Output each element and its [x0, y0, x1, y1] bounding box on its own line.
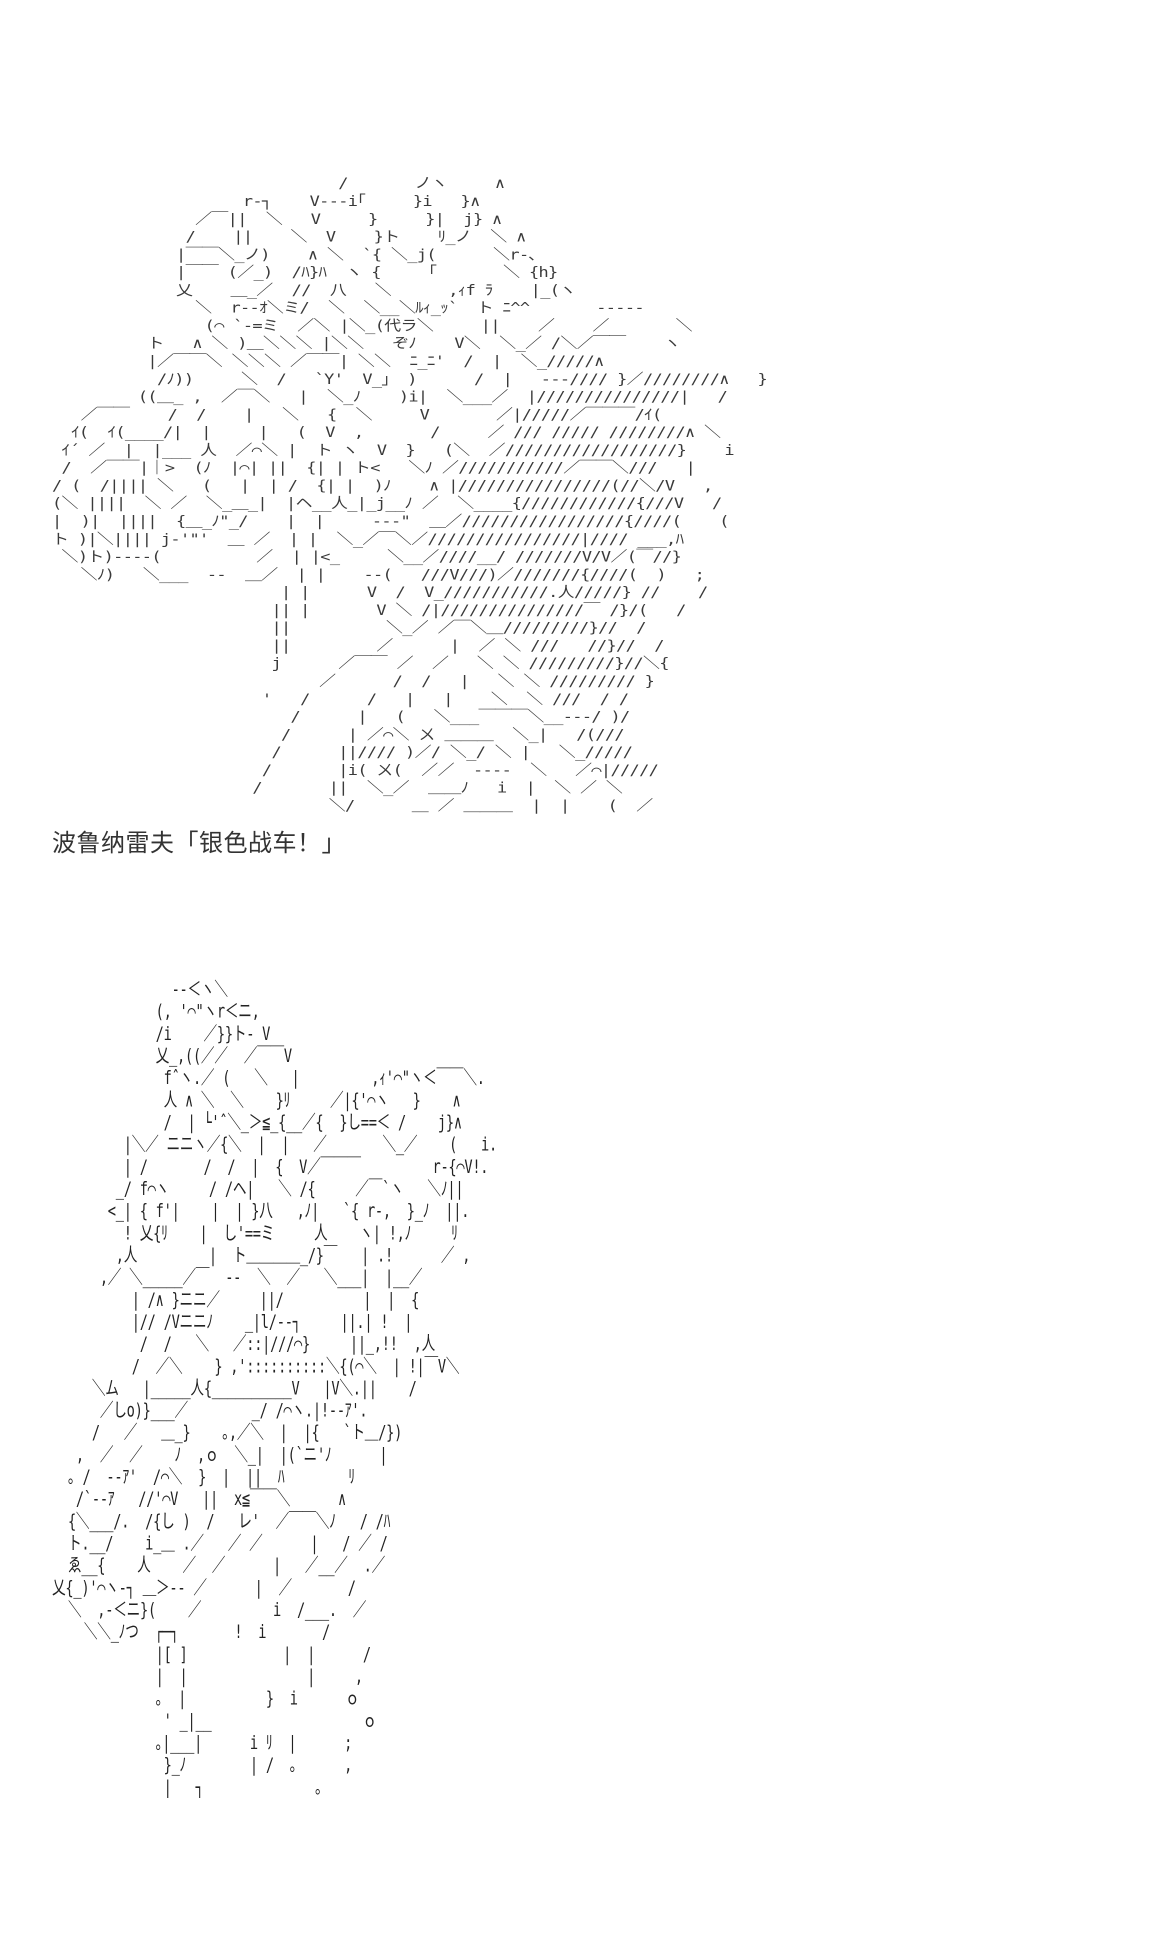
ascii-art-panel-top: / ノヽ ∧ r‐┐ V‐‐‐i｢ }i }∧ ／￣|| ＼ V } }| j}…: [52, 176, 768, 815]
dialogue-caption: 波鲁纳雷夫「银色战车！」: [52, 829, 346, 857]
ascii-art-panel-bottom: ‐‐＜ヽ＼ (, '⌒"ヽr＜ニ, /i ／}}ト‐ V 乂_,((／／ ／￣￣…: [52, 978, 497, 1798]
